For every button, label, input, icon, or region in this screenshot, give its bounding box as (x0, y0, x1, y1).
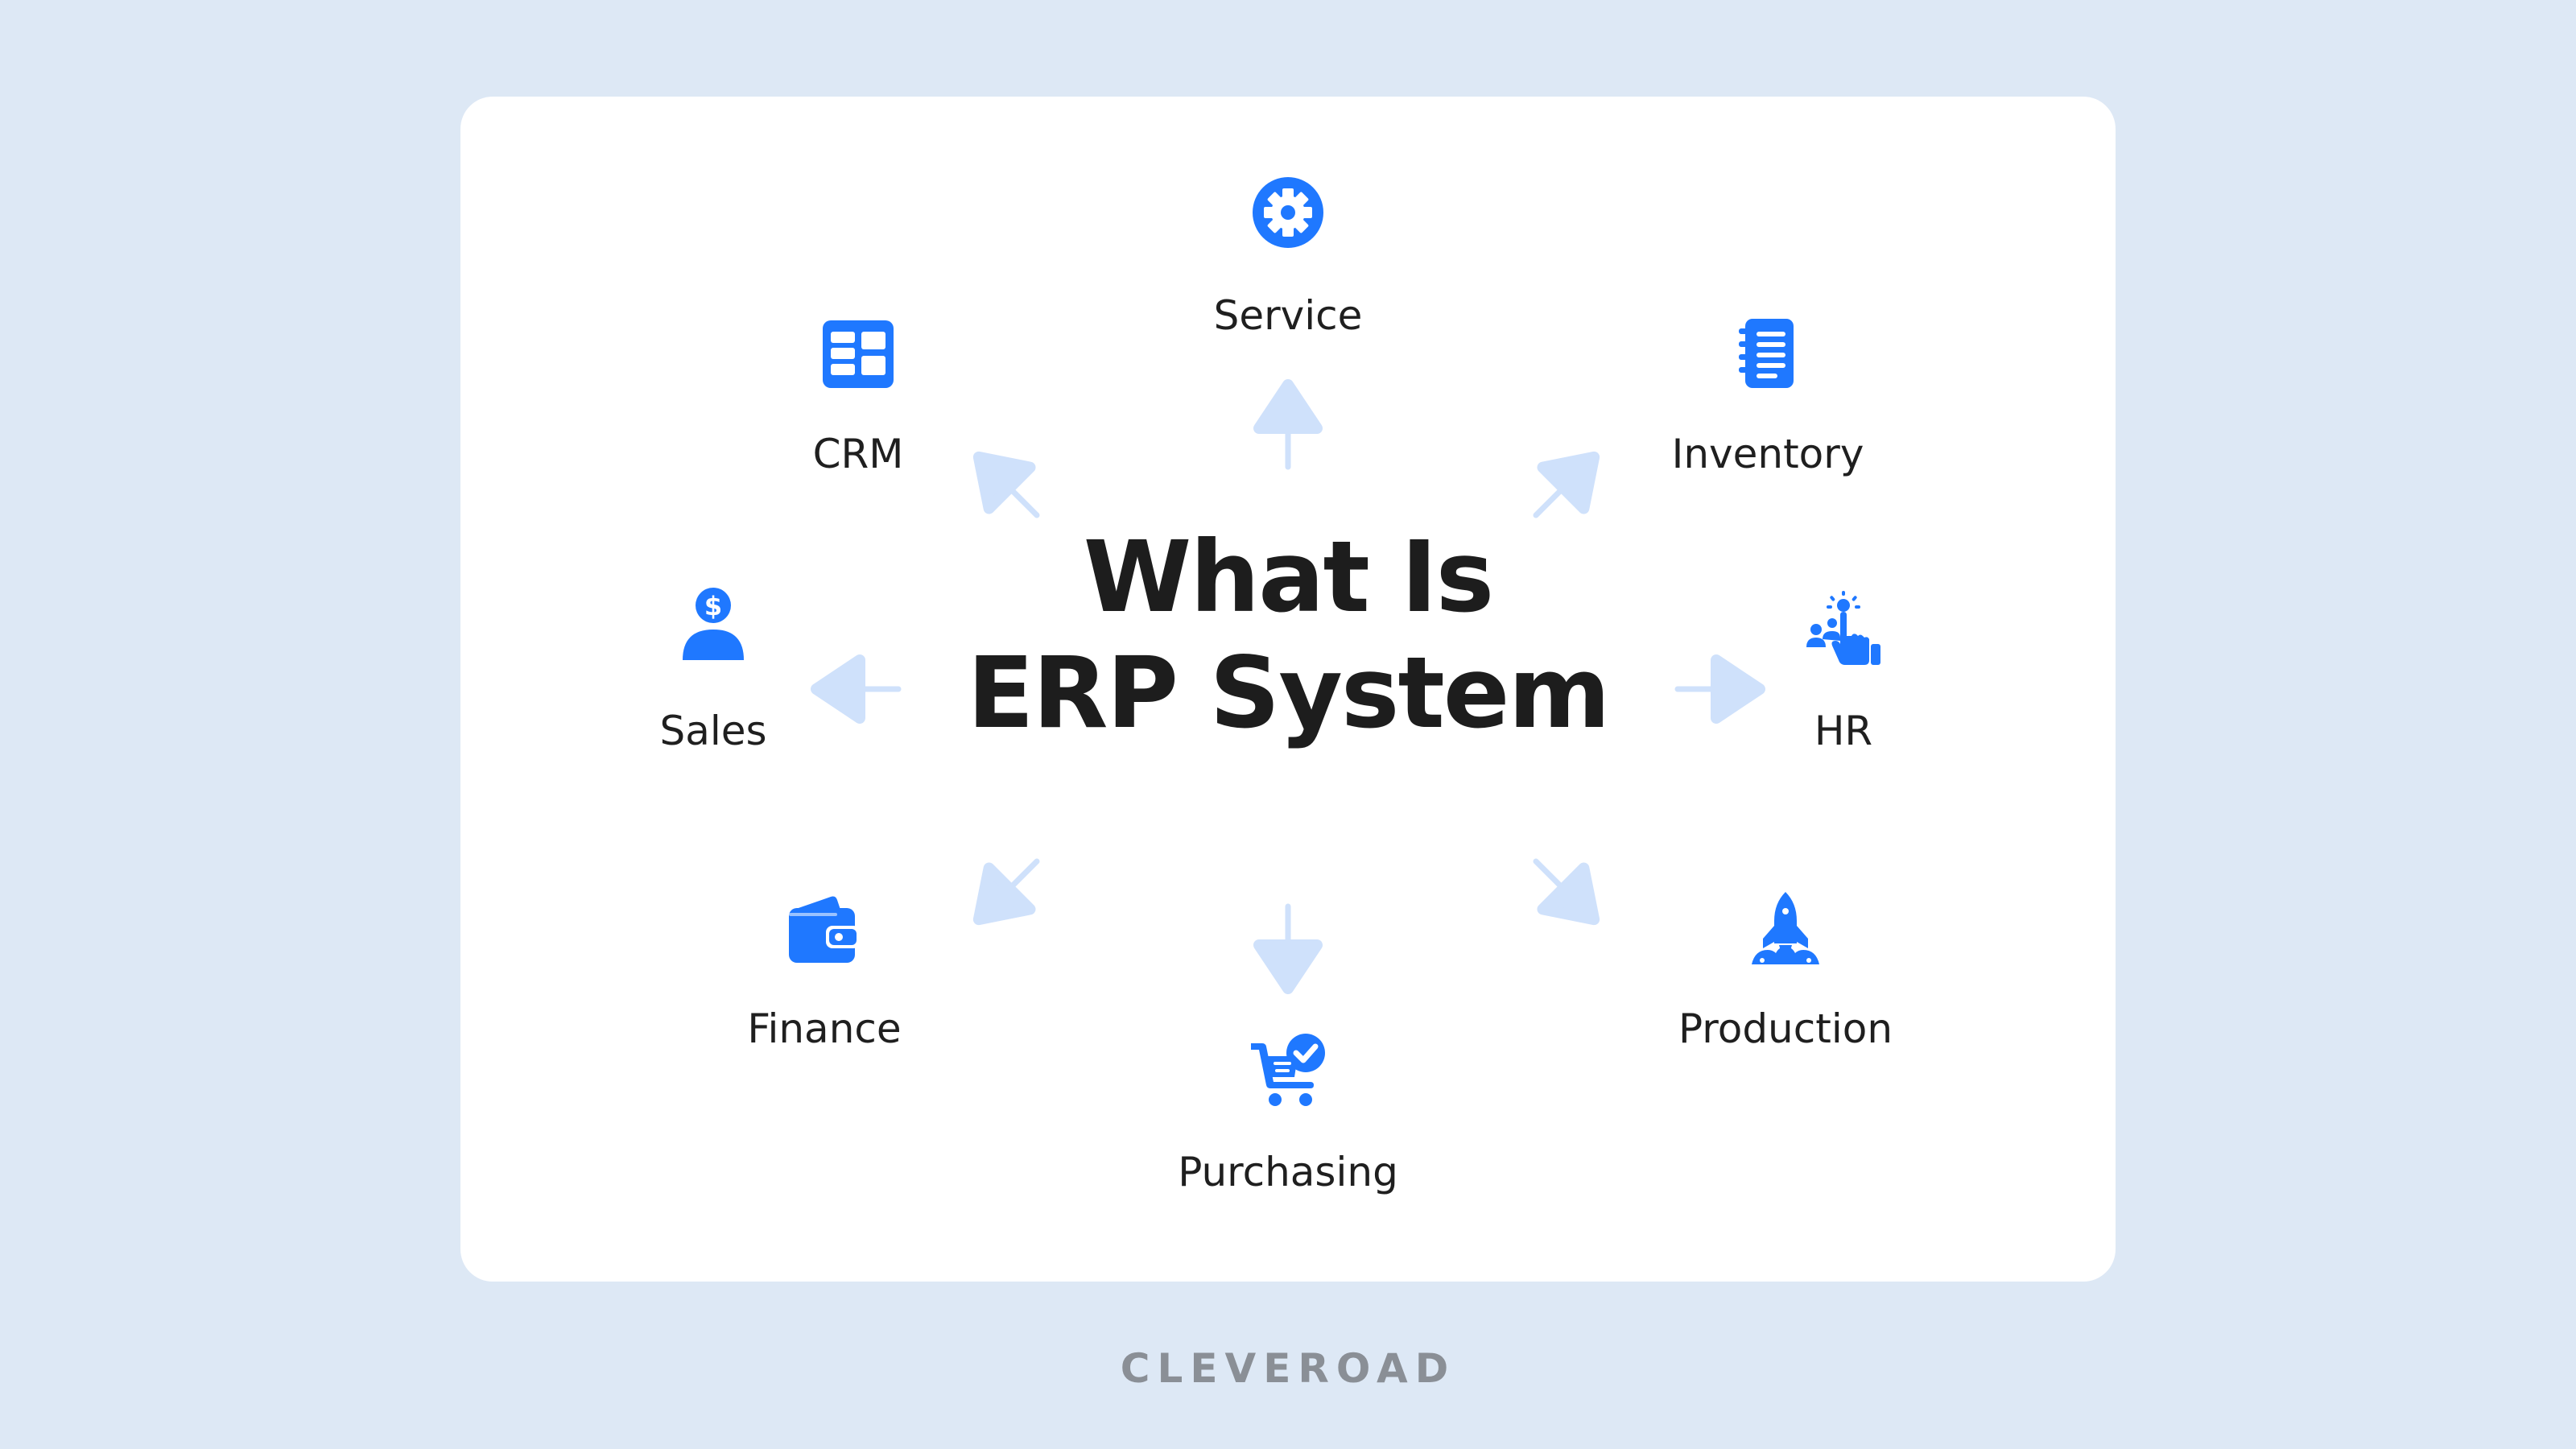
node-label-production: Production (1678, 1005, 1893, 1052)
node-label-purchasing: Purchasing (1178, 1149, 1398, 1195)
notebook-icon (1729, 316, 1806, 393)
rocket-icon (1747, 890, 1824, 968)
node-label-service: Service (1213, 292, 1363, 339)
dashboard-icon (819, 316, 897, 393)
node-label-crm: CRM (812, 431, 904, 477)
team-pointer-icon (1805, 591, 1882, 668)
node-label-finance: Finance (747, 1005, 902, 1052)
node-label-sales: Sales (659, 708, 767, 754)
wallet-icon (786, 892, 863, 969)
node-label-inventory: Inventory (1671, 431, 1864, 477)
title-line-2: ERP System (967, 636, 1610, 750)
brand-logo: CLEVEROAD (1120, 1345, 1456, 1392)
diagram-title: What Is ERP System (967, 520, 1610, 752)
cart-check-icon (1249, 1032, 1327, 1109)
node-label-hr: HR (1814, 708, 1873, 754)
gear-icon (1249, 174, 1327, 251)
svg-text:$: $ (704, 591, 722, 621)
salesperson-icon: $ (675, 586, 752, 663)
title-line-1: What Is (1083, 520, 1495, 635)
